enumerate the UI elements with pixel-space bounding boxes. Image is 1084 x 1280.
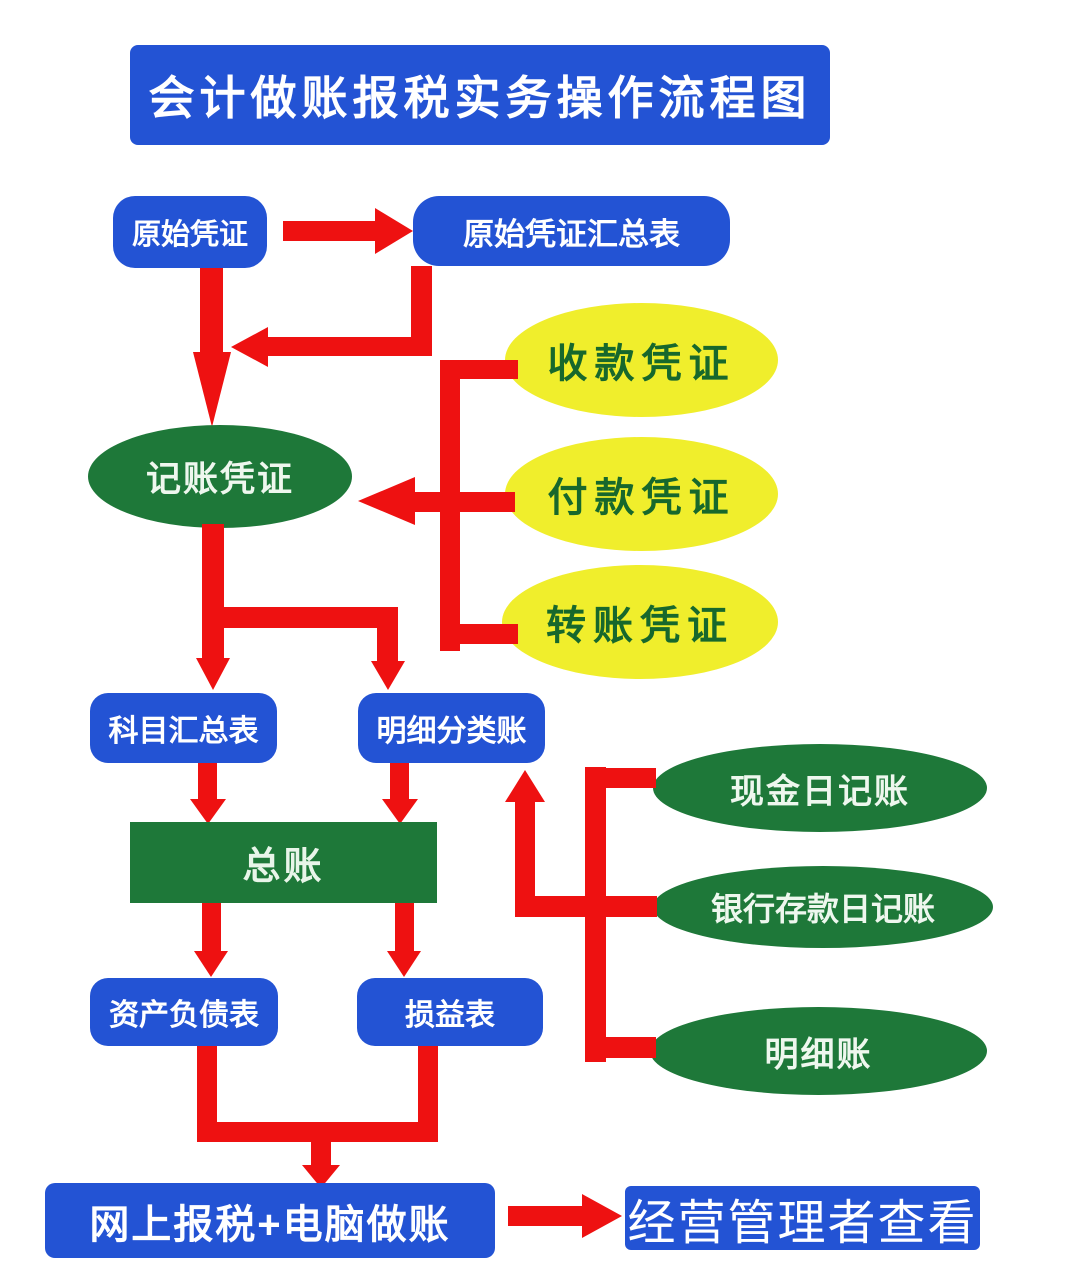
bookkeeping-branch-vertical — [377, 607, 398, 663]
arrow-down-icon — [387, 951, 421, 977]
arrow-down-icon — [190, 799, 226, 824]
transfer-voucher-stub — [458, 624, 518, 644]
bookkeeping-down-shaft — [202, 524, 224, 660]
node-manager-view: 经营管理者查看 — [625, 1186, 980, 1250]
node-label: 明细账 — [764, 1035, 873, 1074]
node-general-ledger: 总账 — [130, 822, 437, 903]
ledger-to-balance-shaft — [202, 903, 221, 953]
node-label: 付款凭证 — [547, 476, 736, 520]
node-label: 损益表 — [405, 999, 495, 1032]
node-label: 银行存款日记账 — [710, 891, 935, 927]
node-income-statement: 损益表 — [357, 978, 543, 1046]
node-label: 总账 — [242, 846, 325, 888]
title-banner: 会计做账报税实务操作流程图 — [130, 45, 830, 145]
bookkeeping-branch-horizontal — [224, 607, 398, 628]
arrow-voucher-to-summary-shaft — [283, 221, 375, 241]
node-original-voucher: 原始凭证 — [113, 196, 267, 268]
node-label: 明细分类账 — [376, 715, 527, 748]
node-label: 网上报税+电脑做账 — [89, 1202, 451, 1247]
node-label: 原始凭证汇总表 — [463, 216, 680, 252]
journal-up-shaft — [515, 800, 535, 898]
node-bank-deposit-journal: 银行存款日记账 — [653, 866, 993, 948]
node-detail-account: 明细账 — [650, 1007, 987, 1095]
balance-merge-vertical — [197, 1046, 217, 1142]
node-label: 科目汇总表 — [108, 715, 259, 748]
node-transfer-voucher: 转账凭证 — [502, 565, 778, 679]
merge-drop-shaft — [311, 1140, 331, 1167]
node-label: 经营管理者查看 — [627, 1197, 978, 1250]
node-label: 资产负债表 — [109, 999, 259, 1032]
node-label: 收款凭证 — [547, 342, 736, 386]
merge-horizontal — [197, 1122, 438, 1142]
arrow-right-icon — [582, 1194, 622, 1238]
node-subject-summary: 科目汇总表 — [90, 693, 277, 763]
arrow-voucher-down-shaft — [200, 268, 223, 354]
cash-journal-stub — [604, 768, 656, 788]
arrow-down-icon — [193, 352, 231, 427]
arrow-down-icon — [194, 951, 228, 977]
payment-voucher-shaft — [413, 492, 515, 512]
arrow-down-icon — [371, 661, 405, 690]
detail-to-ledger-shaft — [390, 763, 409, 801]
arrow-summary-down-shaft — [411, 266, 432, 356]
node-receipt-voucher: 收款凭证 — [505, 303, 778, 417]
arrow-down-icon — [302, 1165, 340, 1188]
node-original-voucher-summary: 原始凭证汇总表 — [413, 196, 730, 266]
ledger-to-income-shaft — [395, 903, 414, 953]
node-payment-voucher: 付款凭证 — [505, 437, 778, 551]
arrow-left-icon — [358, 477, 415, 525]
arrow-up-icon — [505, 770, 545, 802]
detail-account-stub — [604, 1037, 656, 1058]
bank-journal-stub — [515, 896, 657, 917]
arrow-left-icon — [231, 327, 268, 367]
node-label: 原始凭证 — [131, 219, 248, 251]
node-online-tax-computer: 网上报税+电脑做账 — [45, 1183, 495, 1258]
arrow-down-icon — [196, 658, 230, 690]
node-bookkeeping-voucher: 记账凭证 — [88, 425, 352, 528]
node-label: 记账凭证 — [145, 460, 294, 499]
receipt-voucher-stub — [458, 360, 518, 379]
page-title: 会计做账报税实务操作流程图 — [148, 72, 812, 124]
arrow-summary-left-shaft — [266, 337, 432, 356]
arrow-right-icon — [375, 208, 413, 254]
online-to-manager-shaft — [508, 1206, 582, 1226]
income-merge-vertical — [418, 1046, 438, 1142]
node-cash-journal: 现金日记账 — [653, 744, 987, 832]
node-label: 现金日记账 — [730, 772, 910, 811]
node-balance-sheet: 资产负债表 — [90, 978, 278, 1046]
subject-to-ledger-shaft — [198, 763, 217, 801]
node-label: 转账凭证 — [546, 604, 734, 648]
node-detail-ledger: 明细分类账 — [358, 693, 545, 763]
arrow-down-icon — [382, 799, 418, 824]
